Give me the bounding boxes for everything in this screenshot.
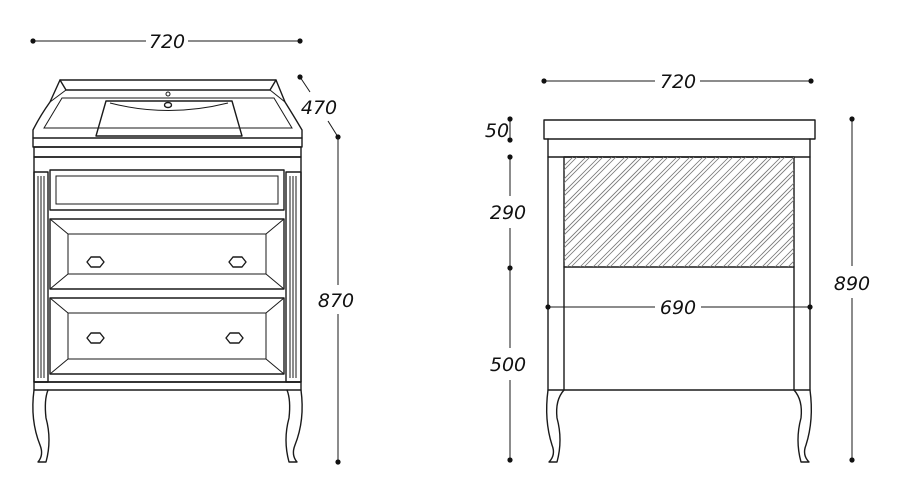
hatch-line <box>618 157 730 267</box>
faucet-hole-icon <box>163 91 173 109</box>
hatch-line <box>674 157 786 267</box>
cabinet-top-rail <box>33 146 302 158</box>
drawer-lower <box>49 297 285 375</box>
hatch-line <box>631 157 743 267</box>
front-height-label: 870 <box>318 290 354 312</box>
side-lower-section-label: 500 <box>490 354 526 376</box>
hatch-line <box>722 195 794 267</box>
side-total-height-label: 890 <box>834 273 870 295</box>
side-total-height-dimension: 890 <box>834 116 870 463</box>
front-view <box>32 79 303 463</box>
hatch-line <box>570 157 682 267</box>
front-width-dimension: 720 <box>30 31 303 53</box>
front-height-dimension: 870 <box>318 137 354 465</box>
hatch-line <box>700 173 794 267</box>
hatch-line <box>564 157 639 232</box>
hatch-line <box>609 157 721 267</box>
side-top-thickness-label: 50 <box>485 120 509 142</box>
right-pilaster <box>285 171 302 383</box>
hatch-pattern <box>564 157 794 267</box>
side-upper-section-label: 290 <box>490 202 526 224</box>
hatch-line <box>687 160 794 267</box>
cabinet-plinth <box>33 381 302 391</box>
hatch-line <box>564 157 669 262</box>
hatch-line <box>709 182 794 267</box>
cabinet-frame <box>33 156 302 383</box>
hatch-line <box>787 260 794 267</box>
side-view <box>543 119 816 463</box>
hatch-line <box>778 251 794 267</box>
hatch-line <box>670 157 782 267</box>
hatch-line <box>564 157 652 245</box>
hatch-line <box>648 157 760 267</box>
side-width-label: 720 <box>660 71 696 93</box>
hatch-line <box>564 157 643 236</box>
hatch-line <box>564 157 665 258</box>
hatch-line <box>752 225 794 267</box>
side-width-dimension: 720 <box>541 71 814 93</box>
hatch-line <box>583 157 695 267</box>
hatch-line <box>564 157 630 223</box>
hatch-line <box>566 157 678 267</box>
hatch-line <box>791 264 794 267</box>
hatch-line <box>564 157 626 219</box>
hatch-line <box>696 169 794 267</box>
drawer-handle-icon <box>228 256 247 268</box>
hatched-section <box>563 156 795 268</box>
side-right-leg <box>793 389 813 463</box>
hatch-line <box>605 157 717 267</box>
hatch-line <box>774 247 794 267</box>
hatch-line <box>726 199 794 267</box>
hatch-line <box>579 157 691 267</box>
drawer-handle-icon <box>225 332 244 344</box>
hatch-line <box>657 157 769 267</box>
hatch-line <box>596 157 708 267</box>
hatch-line <box>564 157 600 193</box>
hatch-line <box>592 157 704 267</box>
hatch-line <box>748 221 794 267</box>
left-pilaster <box>33 171 49 383</box>
hatch-line <box>683 157 794 267</box>
side-vertical-chain-dimension: 50 290 500 <box>485 116 526 463</box>
hatch-line <box>564 157 591 184</box>
side-inner-width-dimension: 690 <box>545 297 813 319</box>
top-drawer-panel <box>49 169 285 211</box>
hatch-line <box>765 238 794 267</box>
drawer-handle-icon <box>86 332 105 344</box>
hatch-line <box>564 157 656 249</box>
front-depth-label: 470 <box>301 97 337 119</box>
side-countertop <box>543 119 816 140</box>
hatch-line <box>564 157 617 210</box>
drawer-handle-icon <box>86 256 105 268</box>
hatch-line <box>622 157 734 267</box>
hatch-line <box>564 157 604 197</box>
side-left-leg <box>545 389 565 463</box>
hatch-line <box>735 208 794 267</box>
front-depth-dimension: 470 <box>297 74 341 140</box>
side-inner-width-label: 690 <box>660 297 696 319</box>
basin-top <box>32 79 303 148</box>
hatch-line <box>644 157 756 267</box>
drawer-upper <box>49 218 285 290</box>
hatch-line <box>761 234 794 267</box>
hatch-line <box>564 157 587 180</box>
hatch-line <box>739 212 794 267</box>
left-leg <box>32 389 50 463</box>
hatch-line <box>635 157 747 267</box>
hatch-line <box>661 157 773 267</box>
front-width-label: 720 <box>149 31 185 53</box>
hatch-line <box>564 157 613 206</box>
side-cabinet-body <box>547 156 811 391</box>
right-leg <box>285 389 303 463</box>
hatch-line <box>713 186 794 267</box>
